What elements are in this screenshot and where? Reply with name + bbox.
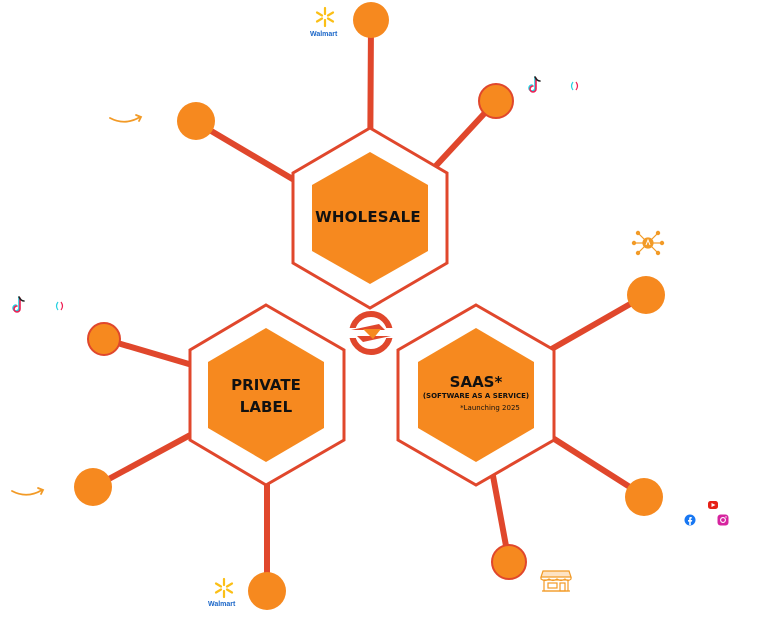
private-label-line2: LABEL — [239, 398, 293, 416]
logo-icon — [347, 311, 395, 355]
private-label-hex — [208, 328, 324, 462]
network-icon — [631, 230, 665, 256]
nodes — [74, 2, 665, 610]
tiktok-icon — [12, 296, 25, 313]
saas-title: SAAS* — [449, 373, 503, 391]
walmart-wordmark-bottom: Walmart — [208, 601, 236, 608]
facebook-icon — [684, 514, 696, 526]
saas-hex — [418, 328, 534, 462]
walmart-icon — [214, 577, 234, 599]
storefront-icon — [540, 570, 572, 592]
node-wholesale-top — [353, 2, 389, 38]
private-label-line1: PRIVATE — [231, 376, 301, 394]
node-private-lower — [74, 468, 112, 506]
bracket-icon — [55, 81, 579, 311]
node-private-bottom — [248, 572, 286, 610]
amazon-icon — [11, 487, 45, 496]
private-label-label: PRIVATE LABEL — [200, 374, 332, 418]
saas-subtitle: (SOFTWARE AS A SERVICE) — [422, 392, 530, 400]
wholesale-hex — [312, 152, 428, 284]
wholesale-label: WHOLESALE — [315, 208, 421, 226]
walmart-wordmark-top: Walmart — [310, 31, 338, 38]
tiktok-icon — [528, 76, 541, 93]
hex-fills — [208, 152, 534, 462]
node-private-left — [87, 322, 121, 356]
node-wholesale-right — [478, 83, 514, 119]
instagram-icon — [717, 514, 729, 526]
youtube-icon — [708, 501, 718, 509]
node-saas-lower — [625, 478, 663, 516]
walmart-icon — [315, 6, 335, 28]
saas-label: SAAS* (SOFTWARE AS A SERVICE) *Launching… — [410, 373, 542, 412]
node-saas-bottom — [491, 544, 527, 580]
node-saas-right — [627, 276, 665, 314]
node-wholesale-left — [177, 102, 215, 140]
amazon-icon — [109, 114, 143, 123]
saas-note: *Launching 2025 — [460, 404, 520, 412]
